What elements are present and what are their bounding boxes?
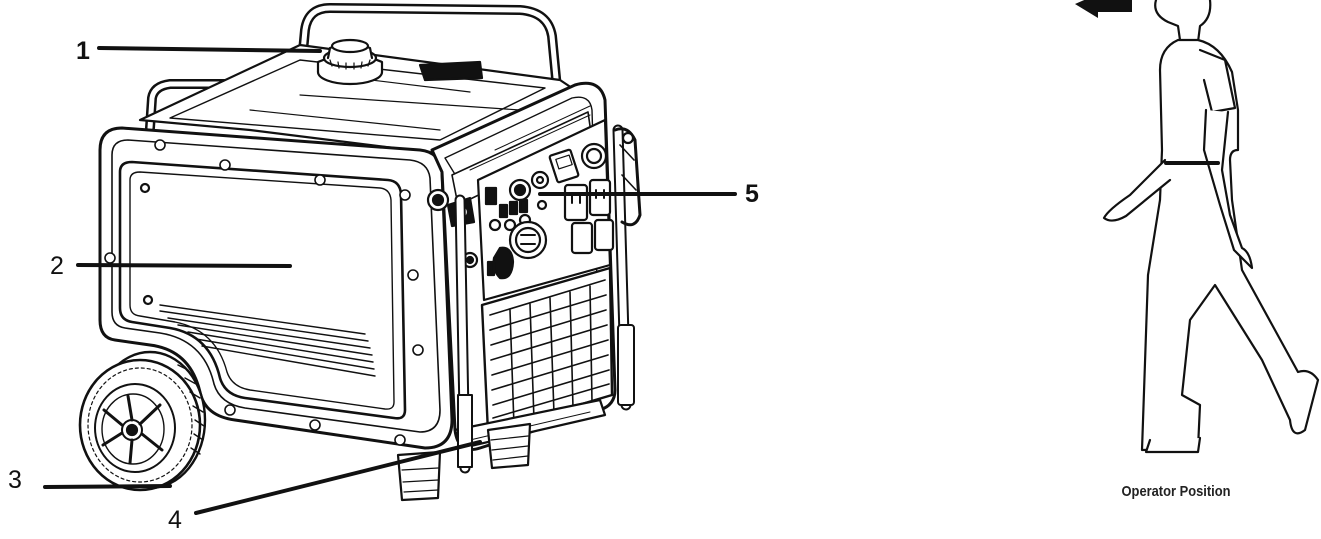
arrow-left-icon: [1075, 0, 1132, 18]
callout-2: 2: [50, 254, 64, 279]
leader-3: [45, 486, 170, 487]
walking-person-icon: [1075, 0, 1318, 452]
fuel-cap: [318, 40, 382, 84]
top-vent: [420, 62, 482, 80]
generator-illustration: [80, 8, 640, 500]
operator-position-caption: Operator Position: [1099, 483, 1254, 500]
leader-2: [78, 265, 290, 266]
leader-1: [99, 48, 320, 51]
callout-3: 3: [8, 468, 22, 493]
callout-5: 5: [745, 182, 759, 207]
callout-1: 1: [76, 39, 90, 64]
wheel: [80, 352, 205, 490]
callout-4: 4: [168, 508, 182, 533]
